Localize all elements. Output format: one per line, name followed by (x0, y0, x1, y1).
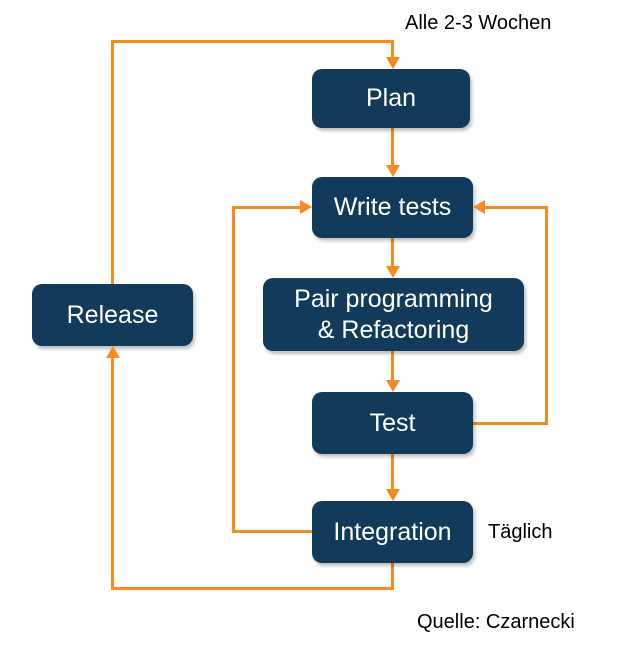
node-write-tests-label: Write tests (333, 193, 452, 222)
node-integration-label: Integration (333, 517, 452, 546)
edge-integration-to-write-tests-bottom-segment (232, 530, 312, 533)
node-release: Release (32, 284, 193, 346)
edge-write-tests-to-pair-arrowhead (386, 266, 400, 278)
edge-test-to-integration-segment (391, 454, 394, 490)
node-pair-programming-label-line2: & Refactoring (317, 315, 470, 344)
node-plan: Plan (312, 69, 470, 128)
edge-integration-to-release-vertical-segment (111, 357, 114, 590)
node-pair-programming: Pair programming & Refactoring (263, 278, 524, 351)
node-pair-programming-label-line1: Pair programming (294, 285, 493, 313)
node-release-label: Release (66, 300, 159, 329)
edge-integration-to-release-horizontal-segment (111, 587, 394, 590)
source-annotation: Quelle: Czarnecki (417, 611, 575, 633)
edge-release-to-plan-vertical-segment (111, 40, 114, 284)
node-write-tests: Write tests (312, 177, 473, 238)
cycle-weeks-annotation: Alle 2-3 Wochen (405, 12, 552, 34)
daily-annotation: Täglich (488, 521, 553, 543)
node-plan-label: Plan (365, 84, 417, 113)
node-integration: Integration (312, 501, 473, 563)
edge-release-to-plan-drop-segment (391, 40, 394, 58)
edge-test-to-write-tests-bottom-segment (473, 422, 548, 425)
node-test: Test (312, 392, 473, 454)
node-test-label: Test (369, 408, 416, 437)
edge-integration-to-write-tests-vertical-segment (232, 206, 235, 533)
edge-test-to-write-tests-top-segment (485, 206, 548, 209)
edge-write-tests-to-pair-segment (391, 238, 394, 267)
edge-plan-to-write-tests-segment (391, 128, 394, 166)
edge-release-to-plan-arrowhead (386, 57, 400, 69)
edge-integration-to-release-arrowhead (106, 346, 120, 358)
edge-integration-to-write-tests-top-segment (232, 206, 300, 209)
edge-test-to-write-tests-arrowhead (473, 200, 485, 214)
edge-pair-to-test-arrowhead (386, 380, 400, 392)
edge-plan-to-write-tests-arrowhead (386, 165, 400, 177)
edge-release-to-plan-horizontal-segment (111, 40, 393, 43)
edge-test-to-integration-arrowhead (386, 489, 400, 501)
edge-test-to-write-tests-vertical-segment (545, 206, 548, 425)
edge-pair-to-test-segment (391, 351, 394, 381)
edge-integration-to-release-drop-segment (391, 563, 394, 590)
edge-integration-to-write-tests-arrowhead (300, 200, 312, 214)
